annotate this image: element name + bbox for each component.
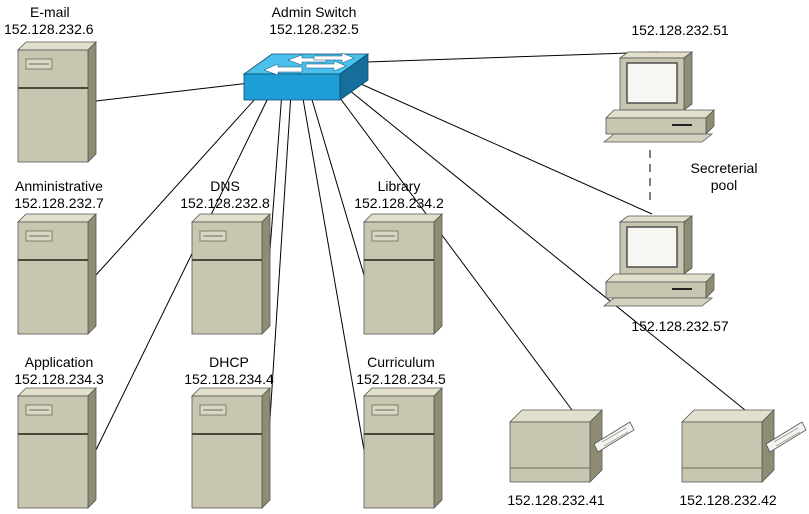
printer1-ip: 152.128.232.41 (507, 492, 605, 508)
server-email-icon[interactable] (17, 41, 97, 163)
switch-ip: 152.128.232.5 (269, 21, 359, 37)
admin-name: Anministrative (15, 178, 103, 194)
email-ip: 152.128.232.6 (4, 21, 94, 37)
library-label: Library 152.128.234.2 (344, 178, 454, 212)
server-application-icon[interactable] (17, 387, 97, 509)
library-ip: 152.128.234.2 (354, 195, 444, 211)
library-name: Library (377, 178, 421, 194)
printer2-ip: 152.128.232.42 (679, 492, 777, 508)
pool-line1: Secreterial (690, 160, 758, 176)
link-pc2 (351, 79, 653, 215)
curriculum-name: Curriculum (367, 354, 435, 370)
pc2-label: 152.128.232.57 (620, 318, 740, 335)
pc1-label: 152.128.232.51 (620, 22, 740, 39)
pool-label: Secreterial pool (674, 160, 774, 194)
dhcp-label: DHCP 152.128.234.4 (174, 354, 284, 388)
printer1-label: 152.128.232.41 (496, 492, 616, 509)
desktop-computer-2-icon[interactable] (603, 215, 715, 307)
server-dns-icon[interactable] (191, 213, 271, 335)
pool-line2: pool (710, 177, 738, 193)
printer2-label: 152.128.232.42 (668, 492, 788, 509)
switch-name: Admin Switch (271, 4, 357, 20)
dns-label: DNS 152.128.232.8 (170, 178, 280, 212)
desktop-computer-1-icon[interactable] (603, 51, 715, 143)
dns-ip: 152.128.232.8 (180, 195, 270, 211)
server-dhcp-icon[interactable] (191, 387, 271, 509)
link-email (95, 81, 259, 102)
link-curriculum (301, 92, 365, 451)
pc1-ip: 152.128.232.51 (631, 22, 729, 38)
dhcp-ip: 152.128.234.4 (184, 371, 274, 387)
pc2-ip: 152.128.232.57 (631, 318, 729, 334)
dns-name: DNS (210, 178, 240, 194)
link-admin (95, 87, 266, 276)
admin-label: Anministrative 152.128.232.7 (4, 178, 114, 212)
server-curriculum-icon[interactable] (363, 387, 443, 509)
link-printer1 (333, 89, 573, 411)
application-label: Application 152.128.234.3 (4, 354, 114, 388)
email-name: E-mail (30, 4, 70, 20)
email-label: E-mail 152.128.232.6 (4, 4, 104, 38)
link-pc1 (365, 51, 659, 63)
server-library-icon[interactable] (363, 213, 443, 335)
application-name: Application (24, 354, 94, 370)
link-library (309, 92, 365, 276)
network-switch-icon[interactable] (242, 52, 370, 101)
printer-2-icon[interactable] (681, 409, 807, 483)
link-application (95, 89, 273, 451)
dhcp-name: DHCP (209, 354, 249, 370)
application-ip: 152.128.234.3 (14, 371, 104, 387)
link-printer2 (343, 85, 746, 411)
curriculum-label: Curriculum 152.128.234.5 (346, 354, 456, 388)
switch-label: Admin Switch 152.128.232.5 (256, 4, 372, 38)
link-dhcp (267, 92, 292, 451)
curriculum-ip: 152.128.234.5 (356, 371, 446, 387)
connection-lines (95, 51, 746, 451)
server-admin-icon[interactable] (17, 213, 97, 335)
admin-ip: 152.128.232.7 (14, 195, 104, 211)
printer-1-icon[interactable] (509, 409, 635, 483)
